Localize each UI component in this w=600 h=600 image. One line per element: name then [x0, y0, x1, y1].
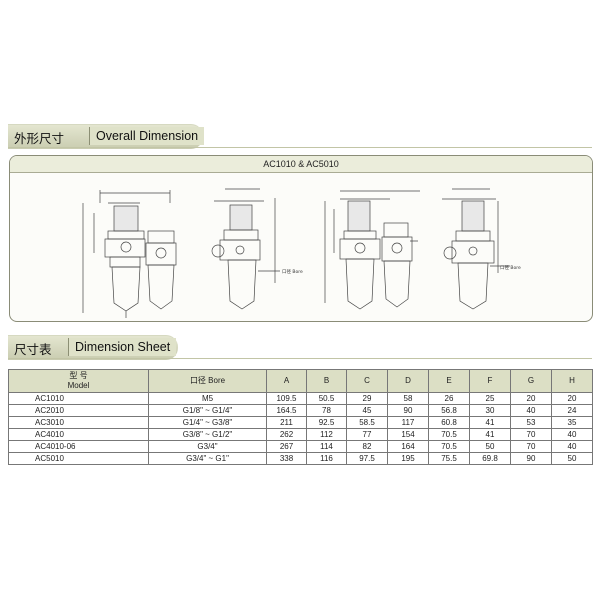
cell-c: 45	[346, 404, 388, 417]
sheet-title-cn: 尺寸表	[14, 342, 52, 357]
header-rule	[8, 147, 592, 148]
overall-drawing-panel: AC1010 & AC5010	[9, 155, 593, 322]
col-h: H	[551, 369, 593, 393]
cell-g: 40	[510, 404, 552, 417]
cell-model: AC4010-06	[8, 440, 149, 453]
cell-b: 92.5	[306, 416, 347, 429]
cell-bore: G3/8" ~ G1/2"	[148, 428, 267, 441]
cell-h: 20	[551, 392, 593, 405]
cell-c: 97.5	[346, 452, 388, 465]
header-rule	[8, 358, 592, 359]
cell-d: 117	[387, 416, 429, 429]
cell-c: 29	[346, 392, 388, 405]
cell-e: 60.8	[428, 416, 470, 429]
technical-drawings: 口径 Bore	[82, 188, 521, 318]
cell-h: 50	[551, 452, 593, 465]
cell-a: 109.5	[266, 392, 307, 405]
cell-c: 77	[346, 428, 388, 441]
cell-b: 114	[306, 440, 347, 453]
overall-title-en: Overall Dimension	[89, 127, 205, 145]
cell-model: AC3010	[8, 416, 149, 429]
cell-f: 50	[469, 440, 511, 453]
cell-b: 50.5	[306, 392, 347, 405]
cell-model: AC2010	[8, 404, 149, 417]
side-view-drawing	[211, 188, 280, 310]
dimension-table: 型 号 Model 口径 Bore A B C D E F G H AC1010…	[8, 369, 593, 465]
cell-h: 35	[551, 416, 593, 429]
bore-note-1: 口径 Bore	[282, 268, 303, 275]
cell-b: 78	[306, 404, 347, 417]
cell-f: 69.8	[469, 452, 511, 465]
col-a: A	[266, 369, 307, 393]
col-f: F	[469, 369, 511, 393]
cell-a: 211	[266, 416, 307, 429]
cell-a: 262	[266, 428, 307, 441]
cell-e: 70.5	[428, 428, 470, 441]
side-view-large-drawing	[442, 188, 510, 310]
cell-g: 53	[510, 416, 552, 429]
cell-model: AC1010	[8, 392, 149, 405]
panel-title: AC1010 & AC5010	[10, 156, 592, 173]
cell-f: 30	[469, 404, 511, 417]
cell-e: 75.5	[428, 452, 470, 465]
cell-f: 41	[469, 428, 511, 441]
cell-c: 82	[346, 440, 388, 453]
col-c: C	[346, 369, 388, 393]
cell-bore: M5	[148, 392, 267, 405]
cell-f: 25	[469, 392, 511, 405]
cell-bore: G1/8" ~ G1/4"	[148, 404, 267, 417]
cell-a: 338	[266, 452, 307, 465]
cell-model: AC5010	[8, 452, 149, 465]
cell-f: 41	[469, 416, 511, 429]
cell-h: 24	[551, 404, 593, 417]
col-e: E	[428, 369, 470, 393]
col-model: 型 号 Model	[8, 369, 149, 393]
cell-h: 40	[551, 428, 593, 441]
cell-bore: G1/4" ~ G3/8"	[148, 416, 267, 429]
cell-d: 195	[387, 452, 429, 465]
col-g: G	[510, 369, 552, 393]
col-d: D	[387, 369, 429, 393]
cell-d: 164	[387, 440, 429, 453]
cell-e: 70.5	[428, 440, 470, 453]
cell-g: 20	[510, 392, 552, 405]
cell-bore: G3/4" ~ G1"	[148, 452, 267, 465]
cell-e: 56.8	[428, 404, 470, 417]
bore-note-2: 口径 Bore	[500, 264, 521, 271]
cell-d: 90	[387, 404, 429, 417]
col-bore: 口径 Bore	[148, 369, 267, 393]
dimension-sheet-header: 尺寸表 Dimension Sheet	[8, 335, 592, 360]
cell-a: 267	[266, 440, 307, 453]
cell-a: 164.5	[266, 404, 307, 417]
cell-d: 154	[387, 428, 429, 441]
table-header-row: 型 号 Model 口径 Bore A B C D E F G H	[8, 369, 593, 393]
cell-b: 116	[306, 452, 347, 465]
sheet-title-en: Dimension Sheet	[68, 338, 177, 356]
cell-h: 40	[551, 440, 593, 453]
overall-dimension-header: 外形尺寸 Overall Dimension	[8, 124, 592, 149]
front-view-drawing	[82, 190, 177, 318]
cell-d: 58	[387, 392, 429, 405]
overall-title-cn: 外形尺寸	[14, 131, 65, 146]
cell-c: 58.5	[346, 416, 388, 429]
front-view-large-drawing	[324, 190, 420, 310]
cell-e: 26	[428, 392, 470, 405]
cell-bore: G3/4"	[148, 440, 267, 453]
cell-model: AC4010	[8, 428, 149, 441]
cell-b: 112	[306, 428, 347, 441]
col-b: B	[306, 369, 347, 393]
cell-g: 90	[510, 452, 552, 465]
cell-g: 70	[510, 428, 552, 441]
cell-g: 70	[510, 440, 552, 453]
